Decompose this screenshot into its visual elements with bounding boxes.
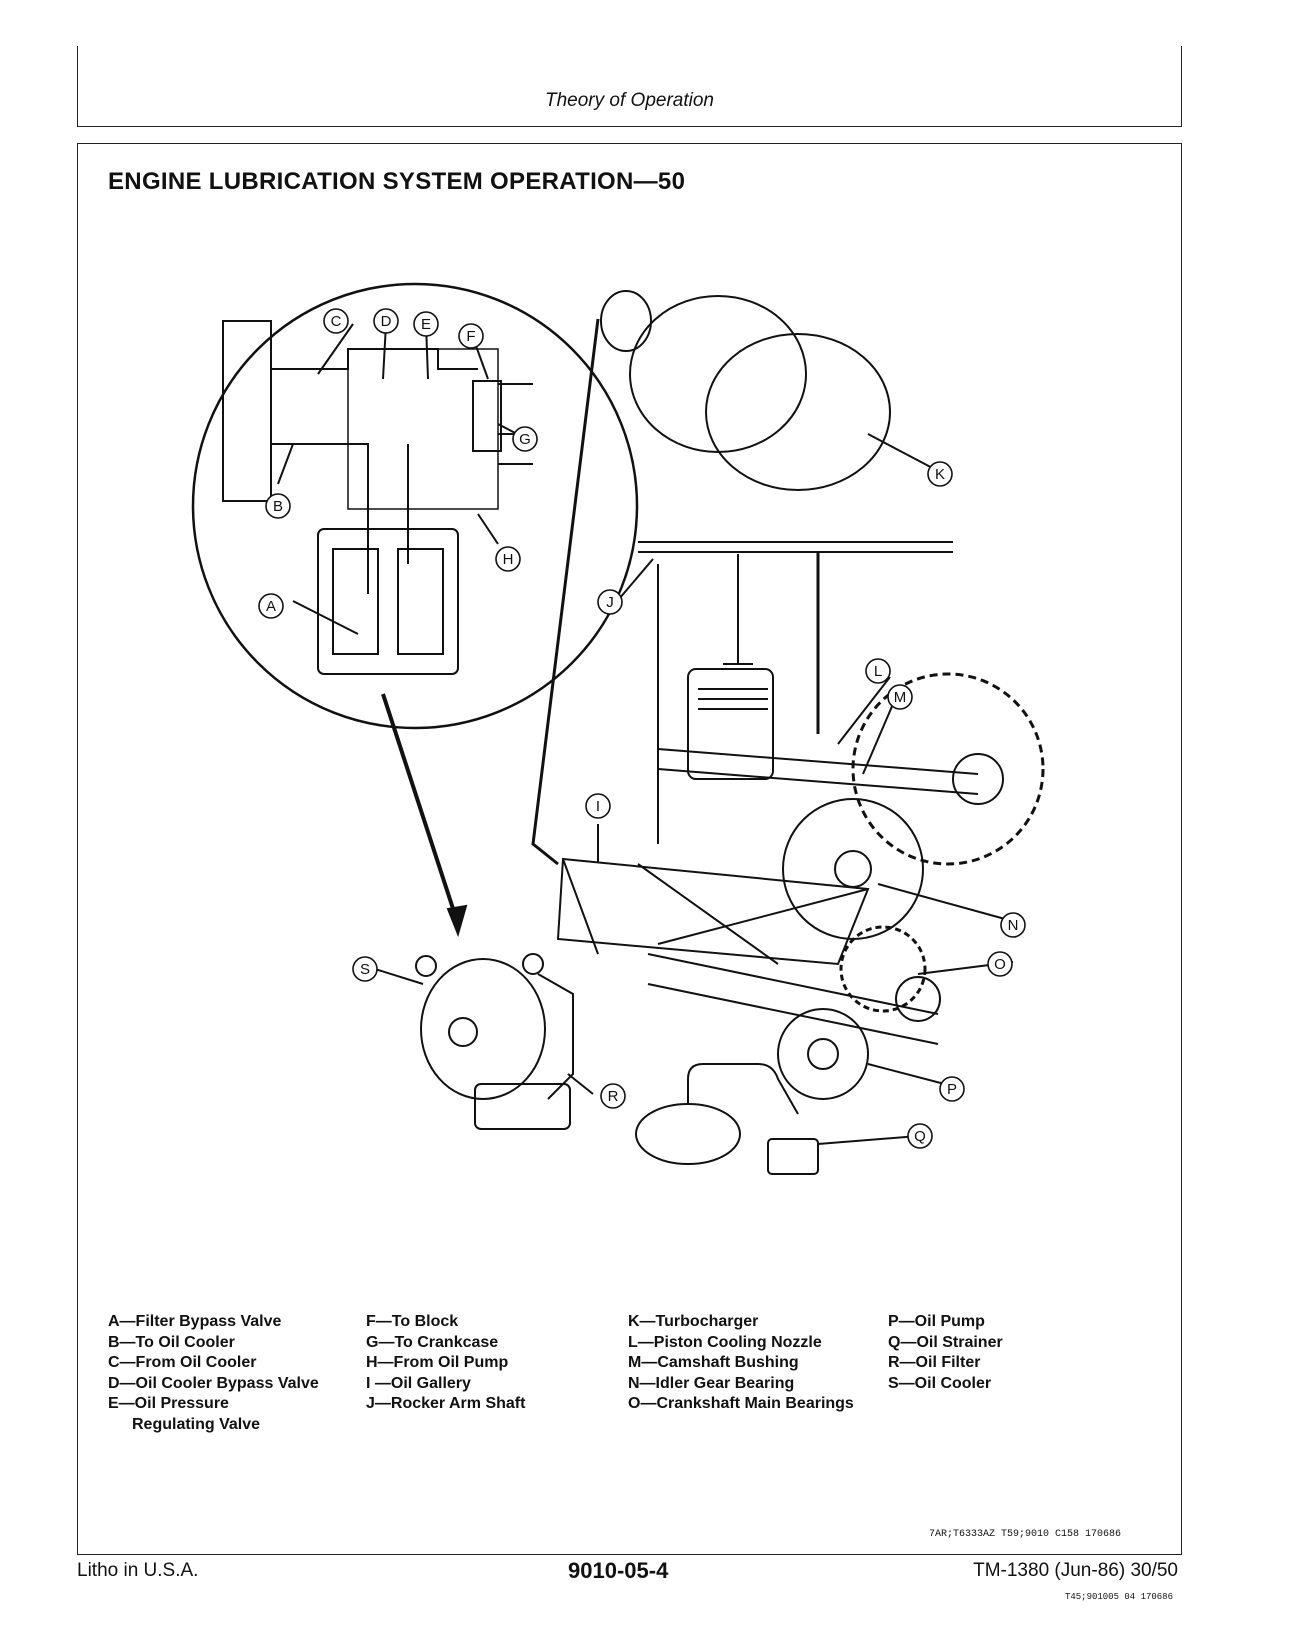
legend-item: R—Oil Filter [888,1354,981,1371]
callout-r: R [600,1083,626,1109]
legend-item: F—To Block [366,1313,459,1330]
page-header: Theory of Operation [77,46,1182,127]
footer-page-number: 9010-05-4 [568,1558,669,1583]
lubrication-diagram: A B C D E F G H I J K L M N O P Q R S [191,282,1045,1175]
legend-item: K—Turbocharger [628,1313,759,1330]
svg-text:R: R [608,1088,619,1105]
legend-item: E—Oil Pressure [108,1395,229,1412]
callout-i: I [585,793,611,819]
svg-text:I: I [596,798,600,815]
piston [687,668,774,780]
inset-pointer-arrow [381,693,460,925]
callout-o: O [987,951,1013,977]
svg-text:O: O [994,956,1006,973]
legend-column-1: A—Filter Bypass Valve B—To Oil Cooler C—… [108,1312,319,1435]
legend-item: L—Piston Cooling Nozzle [628,1333,822,1351]
inset-valve-block [347,348,499,510]
callout-l: L [865,658,891,684]
oil-pump [777,1008,869,1100]
legend-item: H—From Oil Pump [366,1354,509,1371]
oil-gallery [556,857,870,966]
legend-column-3: K—Turbocharger L—Piston Cooling Nozzle M… [628,1312,854,1415]
svg-text:D: D [381,313,392,330]
legend-item: O—Crankshaft Main Bearings [628,1395,854,1412]
callout-b: B [265,493,291,519]
svg-text:E: E [421,316,431,333]
cam-gear [851,672,1045,866]
svg-text:S: S [360,961,370,978]
legend-item: N—Idler Gear Bearing [628,1374,795,1392]
legend-item: B—To Oil Cooler [108,1333,235,1351]
legend-column-4: P—Oil Pump Q—Oil Strainer R—Oil Filter S… [888,1312,1003,1394]
legend-column-2: F—To Block G—To Crankcase H—From Oil Pum… [366,1312,525,1415]
footer-reference: T45;901005 04 170686 [1064,1592,1173,1602]
turbo-oil-line [531,318,600,866]
callout-a: A [258,593,284,619]
svg-text:M: M [894,689,907,706]
page-title: ENGINE LUBRICATION SYSTEM OPERATION—50 [108,168,686,195]
oil-strainer [635,1103,741,1165]
svg-text:K: K [935,466,945,483]
svg-text:F: F [466,328,475,345]
callout-j: J [597,589,623,615]
legend-item: D—Oil Cooler Bypass Valve [108,1374,319,1392]
svg-text:J: J [606,594,614,611]
legend-item: I —Oil Gallery [366,1374,471,1392]
crank-gear [839,925,927,1013]
callout-q: Q [907,1123,933,1149]
callout-e: E [413,311,439,337]
callout-g: G [512,426,538,452]
crankshaft [647,953,939,1045]
turbocharger [705,333,891,491]
legend-item: S—Oil Cooler [888,1374,992,1392]
callout-p: P [939,1076,965,1102]
svg-text:G: G [519,431,531,448]
svg-text:Q: Q [914,1128,926,1145]
footer-litho: Litho in U.S.A. [77,1560,199,1581]
callout-c: C [323,308,349,334]
legend-item: Regulating Valve [132,1415,261,1433]
svg-text:B: B [273,498,283,515]
oil-filter [474,1083,571,1130]
legend-item: A—Filter Bypass Valve [108,1313,282,1330]
idler-gear [782,798,924,940]
callout-f: F [458,323,484,349]
callout-s: S [352,956,378,982]
inset-oil-cooler [222,320,272,502]
legend-item: P—Oil Pump [888,1313,985,1330]
legend-item: Q—Oil Strainer [888,1333,1003,1351]
svg-text:H: H [503,551,514,568]
camshaft [657,748,979,795]
legend-item: M—Camshaft Bushing [628,1354,799,1371]
svg-text:L: L [874,663,882,680]
callout-h: H [495,546,521,572]
svg-text:A: A [266,598,276,615]
callout-m: M [887,684,913,710]
detail-inset-circle [191,282,639,730]
svg-text:N: N [1008,917,1019,934]
callout-d: D [373,308,399,334]
callout-n: N [1000,912,1026,938]
section-title: Theory of Operation [545,90,714,111]
figure-reference: 7AR;T6333AZ T59;9010 C158 170686 [928,1529,1121,1540]
inset-regulating-valve [472,380,502,452]
oil-cooler [420,958,546,1100]
svg-text:P: P [947,1081,957,1098]
content-frame: ENGINE LUBRICATION SYSTEM OPERATION—50 [77,143,1182,1555]
rocker-arm-shaft [638,541,953,553]
legend-item: J—Rocker Arm Shaft [366,1395,526,1412]
svg-text:C: C [331,313,342,330]
callout-k: K [927,461,953,487]
legend-item: C—From Oil Cooler [108,1354,257,1371]
footer-manual-id: TM-1380 (Jun-86) 30/50 [973,1560,1178,1581]
legend-item: G—To Crankcase [366,1333,499,1351]
inset-filter [317,528,459,675]
